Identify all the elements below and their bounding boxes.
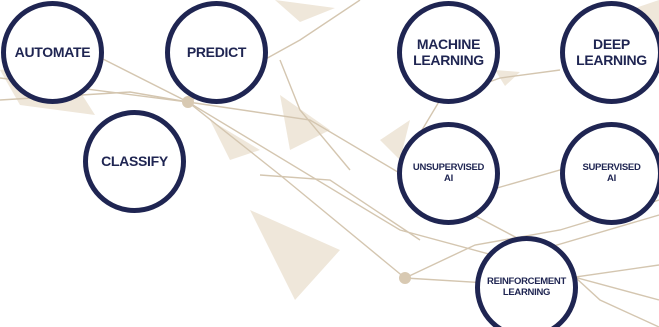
node-label: PREDICT [186,43,247,60]
node-label: CLASSIFY [101,152,168,169]
shard [250,210,340,300]
node-label: REINFORCEMENT LEARNING [487,276,566,298]
node-reinforcement-learning: REINFORCEMENT LEARNING [475,236,578,327]
node-machine-learning: MACHINE LEARNING [397,1,500,104]
hub-dot [182,96,194,108]
shard [275,0,335,22]
node-deep-learning: DEEP LEARNING [560,1,659,104]
shard [280,95,330,150]
node-label: DEEP LEARNING [576,36,647,68]
node-classify: CLASSIFY [83,110,186,213]
node-label: MACHINE LEARNING [413,36,484,68]
node-supervised-ai: SUPERVISED AI [560,122,659,225]
node-predict: PREDICT [165,1,268,104]
node-label: UNSUPERVISED AI [412,162,485,184]
node-label: SUPERVISED AI [582,162,641,184]
hub-dot [399,272,411,284]
node-unsupervised-ai: UNSUPERVISED AI [397,122,500,225]
node-label: AUTOMATE [14,43,91,60]
line [259,174,421,241]
line [94,54,406,279]
node-automate: AUTOMATE [1,1,104,104]
line [279,59,351,171]
shard [495,70,520,86]
